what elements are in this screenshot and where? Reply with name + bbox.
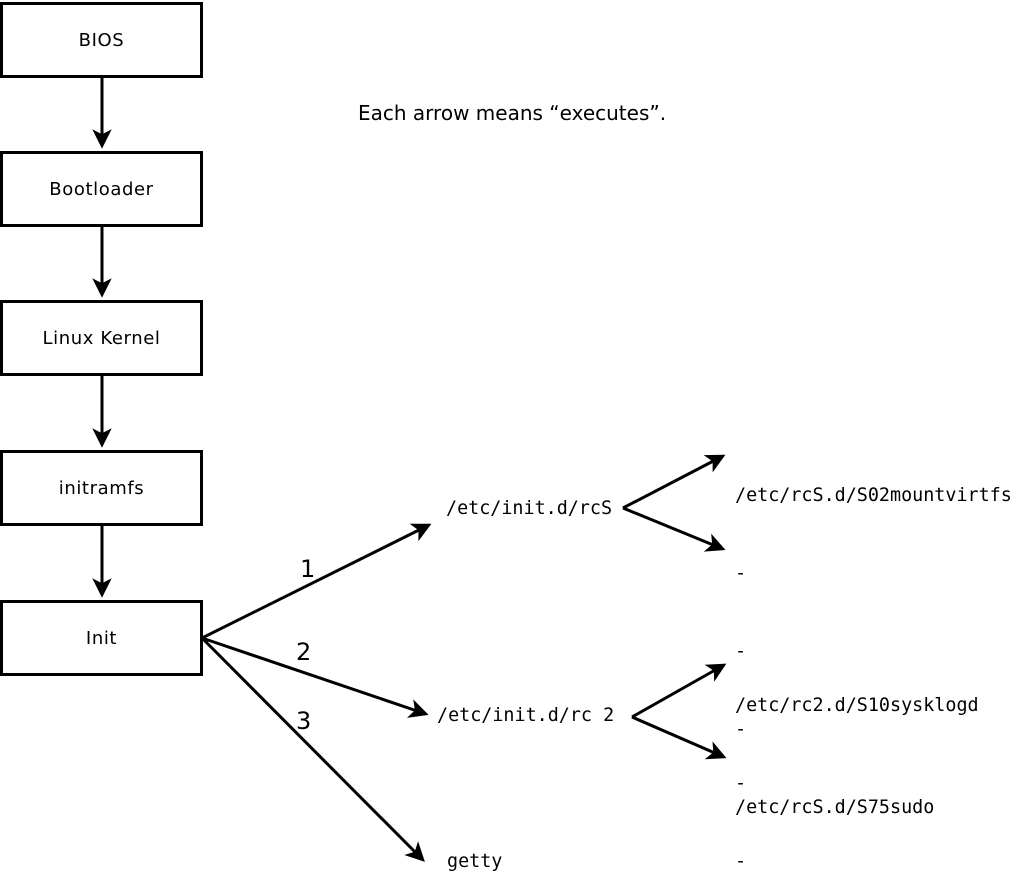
arrow-init-to-rcs	[201, 523, 432, 640]
node-init-label: Init	[85, 627, 118, 649]
node-init: Init	[0, 600, 203, 676]
arrow-init-to-rc2	[201, 636, 429, 718]
arrow-init-to-getty	[200, 636, 425, 862]
script-line: -	[735, 719, 747, 740]
node-initramfs: initramfs	[0, 450, 203, 526]
script-list-rc2: /etc/rc2.d/S10sysklogd - - - /etc/rc2.d/…	[735, 641, 979, 875]
exec-target-rcs: /etc/init.d/rcS	[446, 498, 613, 519]
script-line: /etc/rc2.d/S10sysklogd	[735, 695, 979, 716]
script-line: -	[735, 773, 747, 794]
legend-text: Each arrow means “executes”.	[358, 101, 667, 125]
node-bios: BIOS	[0, 2, 203, 78]
exec-target-getty: getty	[447, 851, 503, 872]
node-linux-kernel: Linux Kernel	[0, 300, 203, 376]
arrow-rc2-to-s99gdm	[631, 715, 727, 760]
script-line: /etc/rcS.d/S75sudo	[735, 797, 935, 818]
arrow-rcs-to-s75sudo	[622, 506, 726, 552]
script-line: -	[735, 641, 747, 662]
script-list-rcs: /etc/rcS.d/S02mountvirtfs - - - /etc/rcS…	[735, 431, 1012, 873]
arrow-label-1: 1	[300, 555, 316, 583]
node-linux-kernel-label: Linux Kernel	[42, 327, 161, 349]
node-bootloader-label: Bootloader	[49, 178, 154, 200]
exec-target-rc2: /etc/init.d/rc 2	[437, 705, 615, 726]
script-line: -	[735, 563, 747, 584]
script-line: -	[735, 851, 747, 872]
arrow-rcs-to-s02mountvirtfs	[622, 454, 726, 510]
script-line: /etc/rcS.d/S02mountvirtfs	[735, 485, 1012, 506]
arrow-label-3: 3	[296, 707, 312, 735]
arrow-rc2-to-s10sysklogd	[631, 663, 727, 719]
node-bootloader: Bootloader	[0, 151, 203, 227]
node-initramfs-label: initramfs	[58, 477, 145, 499]
node-bios-label: BIOS	[78, 29, 125, 51]
arrow-label-2: 2	[296, 638, 312, 666]
